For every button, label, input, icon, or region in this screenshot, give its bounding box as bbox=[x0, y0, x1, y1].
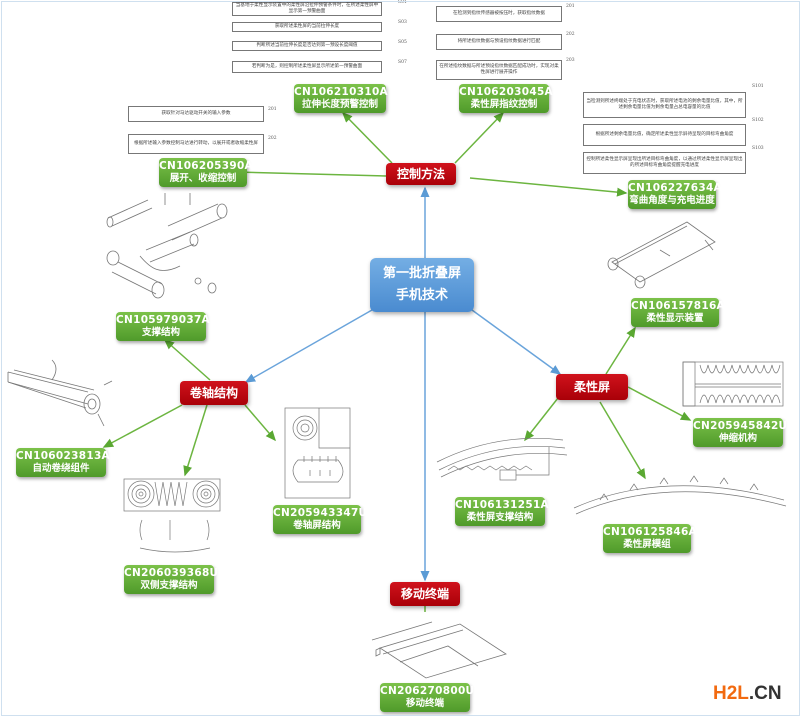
flow-step: 根据所述输入参数控制马达进行转动，以展开或者收缩柔性屏 bbox=[128, 134, 264, 154]
patent-node[interactable]: CN206039368U 双侧支撑结构 bbox=[124, 565, 219, 594]
patent-node[interactable]: CN105979037A 支撑结构 bbox=[116, 312, 210, 341]
patent-title: 拉伸长度预警控制 bbox=[301, 98, 378, 110]
flow-step: 控制所述柔性显示屏呈现出所述目标弯曲角度，以通过所述柔性显示屏呈现出的所述目标弯… bbox=[583, 152, 746, 174]
link-control-p2 bbox=[454, 111, 505, 164]
watermark-logo: H2L.CN bbox=[713, 683, 782, 705]
step-label: S101 bbox=[752, 84, 764, 89]
step-label: 202 bbox=[566, 32, 575, 37]
patent-node[interactable]: CN205943347U 卷轴屏结构 bbox=[273, 505, 368, 534]
patent-title: 卷轴屏结构 bbox=[293, 519, 341, 531]
link-scroll-p5 bbox=[163, 339, 211, 381]
drawing-flexible-display bbox=[607, 221, 716, 289]
link-scroll-p7 bbox=[102, 404, 183, 448]
patent-title: 双侧支撑结构 bbox=[140, 579, 198, 591]
patent-node[interactable]: CN106131251A 柔性屏支撑结构 bbox=[455, 497, 549, 526]
center-title-line2: 手机技术 bbox=[395, 288, 448, 303]
patent-id: CN106157816A bbox=[631, 300, 725, 312]
flow-step: 根据所述剩余电量比值，确定所述柔性显示屏待呈现的目标弯曲角度 bbox=[583, 124, 746, 146]
link-center-flexible bbox=[471, 309, 562, 375]
flow-step: 在所述指纹数据与所述预设指纹数据匹配成功时，实现对柔性屏进行展开操作 bbox=[436, 60, 562, 80]
patent-title: 伸缩机构 bbox=[718, 432, 757, 444]
step-label: S102 bbox=[752, 118, 764, 123]
flow-step: 获取针对马达驱动开关的输入参数 bbox=[128, 106, 264, 122]
patent-id: CN106125846A bbox=[603, 526, 697, 538]
drawing-flex-support bbox=[436, 438, 568, 481]
link-scroll-p12 bbox=[183, 404, 208, 477]
patent-id: CN206039368U bbox=[124, 567, 219, 579]
patent-id: CN106131251A bbox=[455, 499, 549, 511]
patent-node[interactable]: CN106125846A 柔性屏模组 bbox=[603, 524, 697, 553]
drawing-support-structure bbox=[106, 193, 228, 299]
drawing-telescoping bbox=[682, 361, 784, 407]
step-label: S03 bbox=[398, 20, 407, 25]
patent-title: 柔性屏模组 bbox=[623, 538, 671, 550]
patent-title: 弯曲角度与充电进度 bbox=[629, 194, 715, 206]
patent-id: CN206270800U bbox=[380, 685, 475, 697]
flow-step: 获取所述柔性屏的当前拉伸长度 bbox=[232, 22, 382, 32]
category-flexible-screen[interactable]: 柔性屏 bbox=[556, 374, 628, 400]
patent-title: 支撑结构 bbox=[141, 326, 180, 338]
patent-title: 柔性显示装置 bbox=[646, 312, 704, 324]
patent-node[interactable]: CN205945842U 伸缩机构 bbox=[693, 418, 788, 447]
link-control-p1 bbox=[341, 111, 393, 164]
patent-title: 移动终端 bbox=[405, 697, 444, 709]
patent-title: 柔性屏支撑结构 bbox=[466, 511, 534, 523]
patent-id: CN105979037A bbox=[116, 314, 210, 326]
patent-id: CN106203045A bbox=[459, 86, 553, 98]
step-label: S01 bbox=[398, 0, 407, 5]
patent-title: 柔性屏指纹控制 bbox=[470, 98, 538, 110]
patent-id: CN106210310A bbox=[294, 86, 388, 98]
patent-title: 自动卷绕组件 bbox=[32, 462, 90, 474]
link-center-scroll bbox=[244, 309, 373, 383]
patent-id: CN205945842U bbox=[693, 420, 788, 432]
drawing-mobile-terminal bbox=[371, 621, 507, 679]
patent-node[interactable]: CN206270800U 移动终端 bbox=[380, 683, 475, 712]
center-title-line1: 第一批折叠屏 bbox=[382, 266, 461, 281]
patent-node[interactable]: CN106203045A 柔性屏指纹控制 bbox=[459, 84, 553, 113]
drawing-flex-module bbox=[573, 475, 787, 515]
step-label: S05 bbox=[398, 40, 407, 45]
center-node[interactable]: 第一批折叠屏 手机技术 bbox=[370, 258, 474, 312]
link-flex-p6 bbox=[605, 326, 636, 375]
watermark-part1: H2L bbox=[713, 683, 749, 704]
flow-step: 判断所述当前拉伸长度是否达到第一预设长度阈值 bbox=[232, 41, 382, 51]
flow-step: 当基地于柔性显示装置中的柔性屏沿拉伸预警条件时，在所述柔性屏中显示第一预警曲面 bbox=[232, 2, 382, 16]
flow-step: 在检测到指纹传感器被按压时，获取指纹数据 bbox=[436, 6, 562, 22]
step-label: 202 bbox=[268, 136, 277, 141]
step-label: 201 bbox=[268, 107, 277, 112]
link-scroll-p9 bbox=[244, 404, 276, 442]
patent-node[interactable]: CN106227634A 弯曲角度与充电进度 bbox=[628, 180, 722, 209]
flow-step: 当检测到所述终端处于充电状态时，获取所述电池的剩余电量比值，其中，所述剩余电量比… bbox=[583, 92, 746, 118]
patent-node[interactable]: CN106205390A 展开、收缩控制 bbox=[159, 158, 253, 187]
drawing-scroll-screen bbox=[284, 407, 351, 499]
patent-id: CN106227634A bbox=[628, 182, 722, 194]
link-flex-p10 bbox=[524, 397, 559, 442]
patent-id: CN106023813A bbox=[16, 450, 110, 462]
flow-step: 将所述指纹数据与预设指纹数据进行匹配 bbox=[436, 34, 562, 50]
drawing-auto-winding bbox=[7, 359, 113, 427]
flow-step: 若判断为是，则控制所述柔性屏显示所述第一预警曲面 bbox=[232, 61, 382, 73]
drawing-double-side-support bbox=[123, 478, 221, 553]
step-label: 203 bbox=[566, 58, 575, 63]
link-flex-p8 bbox=[627, 386, 692, 421]
patent-node[interactable]: CN106023813A 自动卷绕组件 bbox=[16, 448, 110, 477]
patent-id: CN106205390A bbox=[159, 160, 253, 172]
link-flex-p11 bbox=[599, 401, 646, 480]
step-label: 201 bbox=[566, 4, 575, 9]
category-control-method[interactable]: 控制方法 bbox=[386, 163, 456, 185]
patent-node[interactable]: CN106157816A 柔性显示装置 bbox=[631, 298, 725, 327]
link-control-p4 bbox=[469, 177, 628, 197]
link-control-p3 bbox=[234, 167, 387, 177]
category-scroll-structure[interactable]: 卷轴结构 bbox=[180, 381, 248, 405]
category-mobile-terminal[interactable]: 移动终端 bbox=[390, 582, 460, 606]
step-label: S103 bbox=[752, 146, 764, 151]
patent-id: CN205943347U bbox=[273, 507, 368, 519]
step-label: S07 bbox=[398, 60, 407, 65]
patent-title: 展开、收缩控制 bbox=[169, 172, 237, 184]
patent-node[interactable]: CN106210310A 拉伸长度预警控制 bbox=[294, 84, 388, 113]
watermark-part2: .CN bbox=[748, 683, 782, 704]
